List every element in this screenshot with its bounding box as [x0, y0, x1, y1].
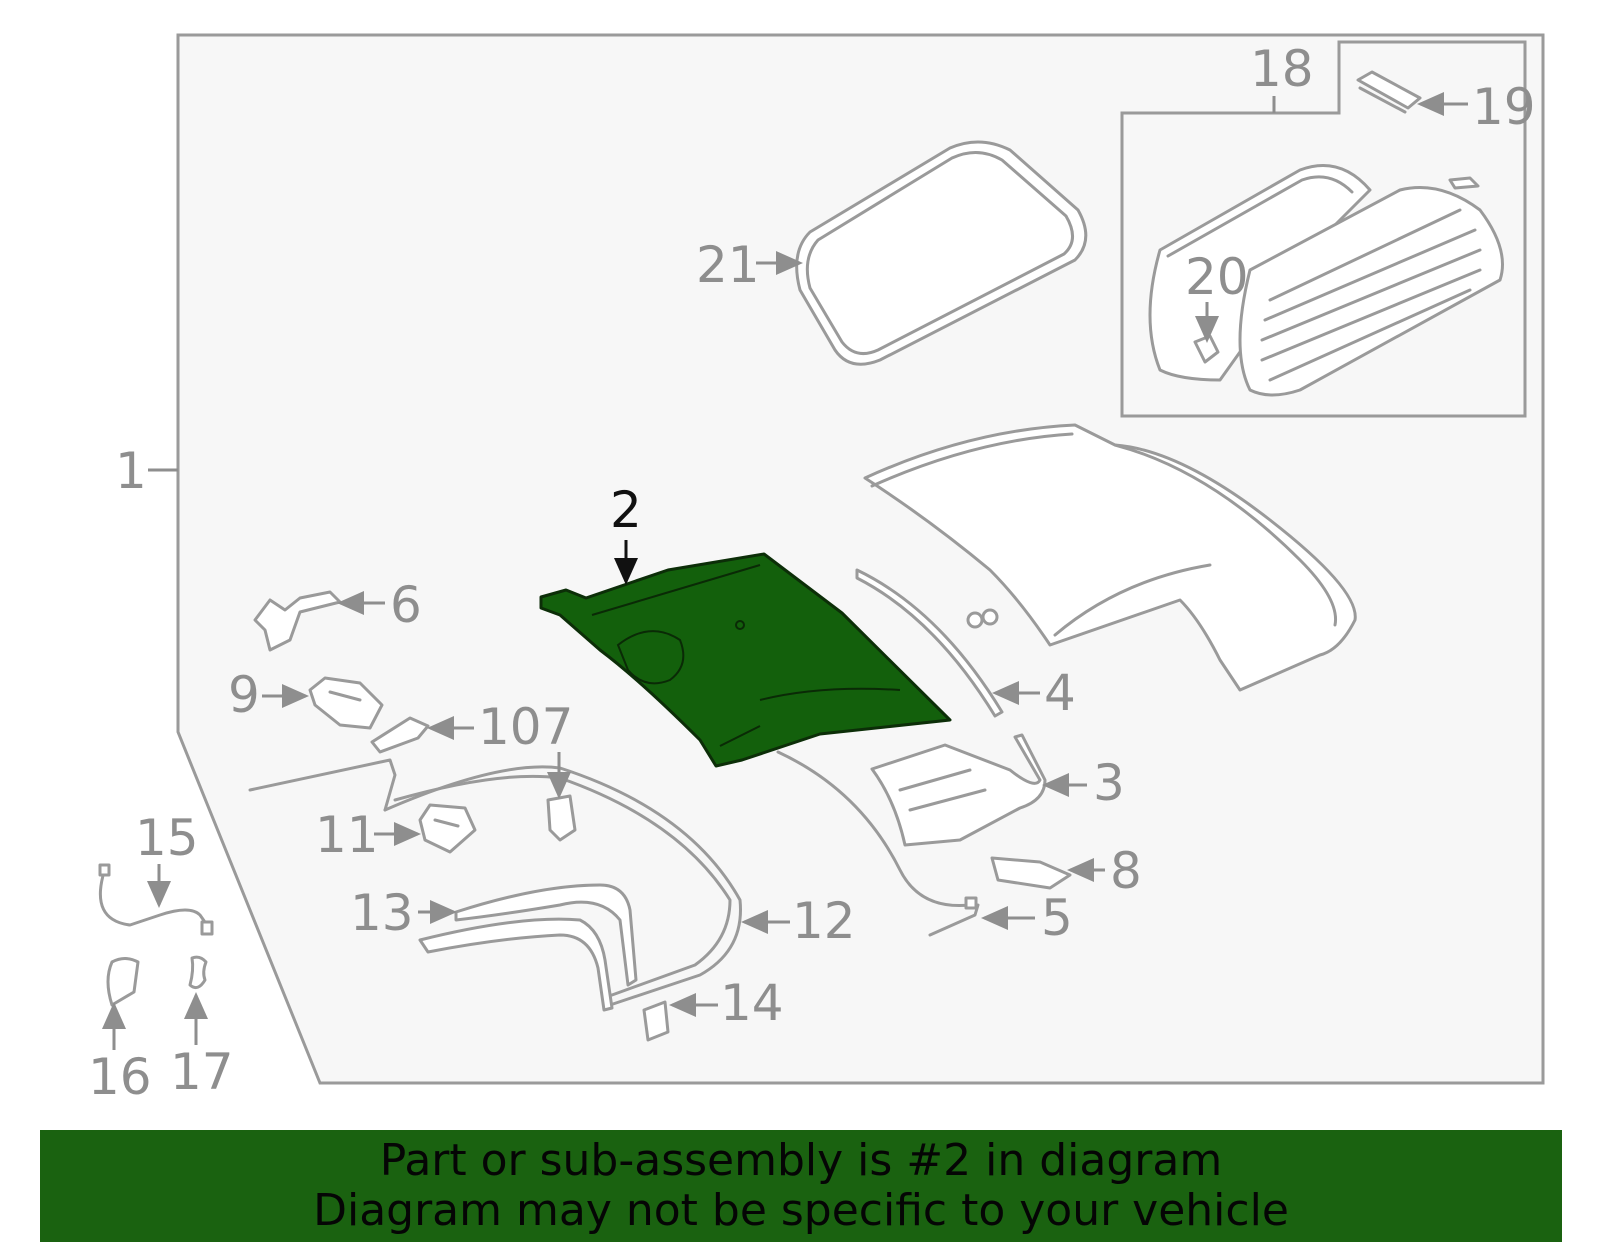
small-clip-top — [1448, 176, 1480, 190]
part-5-cable[interactable] — [776, 750, 980, 937]
label-15: 15 — [135, 809, 199, 867]
info-banner: Part or sub-assembly is #2 in diagram Di… — [40, 1130, 1562, 1242]
label-8: 8 — [1110, 842, 1142, 900]
part-4-roof-panel[interactable] — [863, 423, 1357, 692]
part-12-seal[interactable] — [248, 758, 742, 1007]
part-8-plate[interactable] — [990, 856, 1072, 890]
label-3: 3 — [1093, 754, 1125, 812]
label-12: 12 — [792, 892, 856, 950]
label-6: 6 — [390, 576, 422, 634]
part-13-molding[interactable] — [418, 883, 638, 1012]
label-19: 19 — [1472, 78, 1536, 136]
part-11-housing[interactable] — [418, 803, 477, 854]
part-3-trim-panel[interactable] — [870, 733, 1047, 847]
parts-diagram: 1 2 3 4 5 6 8 9 11 12 13 14 15 16 17 18 … — [88, 33, 1545, 1106]
banner-line-1: Part or sub-assembly is #2 in diagram — [379, 1135, 1223, 1186]
subassembly-frame-18 — [1120, 40, 1527, 418]
banner-line-2: Diagram may not be specific to your vehi… — [313, 1185, 1289, 1236]
label-11: 11 — [315, 806, 379, 864]
label-14: 14 — [720, 974, 784, 1032]
label-20: 20 — [1185, 248, 1249, 306]
part-14-end-cap[interactable] — [642, 1000, 670, 1042]
label-21: 21 — [696, 236, 760, 294]
part-15-wire[interactable] — [98, 863, 214, 936]
part-107-clip[interactable] — [370, 716, 430, 754]
label-18: 18 — [1250, 40, 1314, 98]
label-107: 107 — [478, 698, 573, 756]
label-9: 9 — [228, 666, 260, 724]
part-16-cap[interactable] — [106, 957, 140, 1007]
leader-lines — [102, 92, 1468, 1050]
label-2: 2 — [610, 481, 642, 539]
label-1: 1 — [115, 442, 147, 500]
label-13: 13 — [350, 884, 414, 942]
part-4-trim-strip[interactable] — [855, 568, 1004, 718]
part-17-grommet[interactable] — [188, 955, 208, 990]
part-2-headliner[interactable] — [539, 552, 952, 768]
label-4: 4 — [1044, 664, 1076, 722]
part-bracket-mid — [546, 794, 577, 842]
label-16: 16 — [88, 1048, 152, 1106]
label-17: 17 — [170, 1043, 234, 1101]
part-9-latch[interactable] — [308, 676, 384, 730]
label-5: 5 — [1041, 889, 1073, 947]
